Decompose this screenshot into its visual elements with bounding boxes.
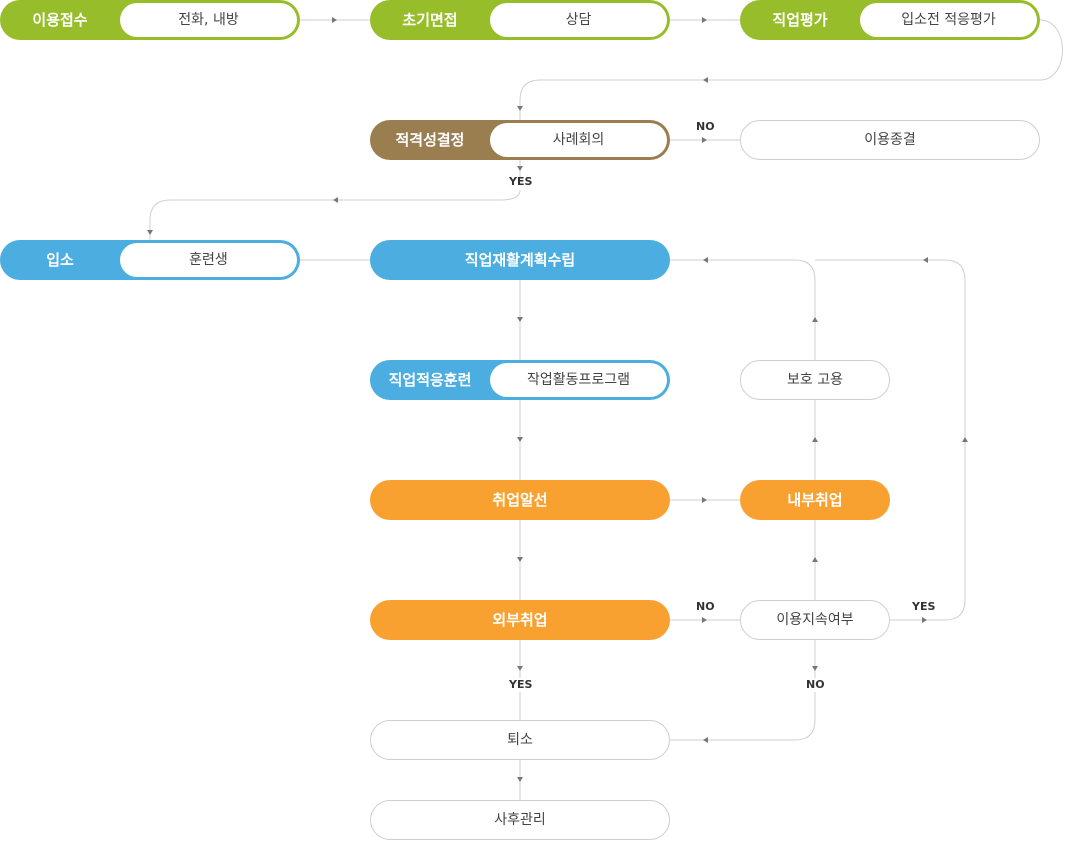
interview-detail: 상담 <box>490 3 667 37</box>
protected-employment-node: 보호 고용 <box>740 360 890 400</box>
eligibility-no-label: NO <box>696 120 715 133</box>
adaptation-label: 직업적응훈련 <box>388 371 472 389</box>
discharge-node: 퇴소 <box>370 720 670 760</box>
internal-employment-node: 내부취업 <box>740 480 890 520</box>
intake-node: 이용접수 전화, 내방 <box>0 0 300 40</box>
continuation-node: 이용지속여부 <box>740 600 890 640</box>
admission-detail: 훈련생 <box>120 243 297 277</box>
admission-label: 입소 <box>46 251 74 269</box>
intake-label: 이용접수 <box>32 11 88 29</box>
external-employment-node: 외부취업 <box>370 600 670 640</box>
interview-label: 초기면접 <box>402 11 458 29</box>
placement-node: 취업알선 <box>370 480 670 520</box>
evaluation-node: 직업평가 입소전 적응평가 <box>740 0 1040 40</box>
eligibility-yes-label: YES <box>509 175 533 188</box>
external-yes-label: YES <box>509 678 533 691</box>
plan-node: 직업재활계획수립 <box>370 240 670 280</box>
evaluation-label: 직업평가 <box>772 11 828 29</box>
eligibility-node: 적격성결정 사례회의 <box>370 120 670 160</box>
adaptation-node: 직업적응훈련 작업활동프로그램 <box>370 360 670 400</box>
eligibility-label: 적격성결정 <box>395 131 465 149</box>
followup-node: 사후관리 <box>370 800 670 840</box>
evaluation-detail: 입소전 적응평가 <box>860 3 1037 37</box>
termination-node: 이용종결 <box>740 120 1040 160</box>
intake-detail: 전화, 내방 <box>120 3 297 37</box>
adaptation-detail: 작업활동프로그램 <box>490 363 667 397</box>
continuation-no-label: NO <box>806 678 825 691</box>
eligibility-detail: 사례회의 <box>490 123 667 157</box>
external-no-label: NO <box>696 600 715 613</box>
admission-node: 입소 훈련생 <box>0 240 300 280</box>
continuation-yes-label: YES <box>912 600 936 613</box>
interview-node: 초기면접 상담 <box>370 0 670 40</box>
